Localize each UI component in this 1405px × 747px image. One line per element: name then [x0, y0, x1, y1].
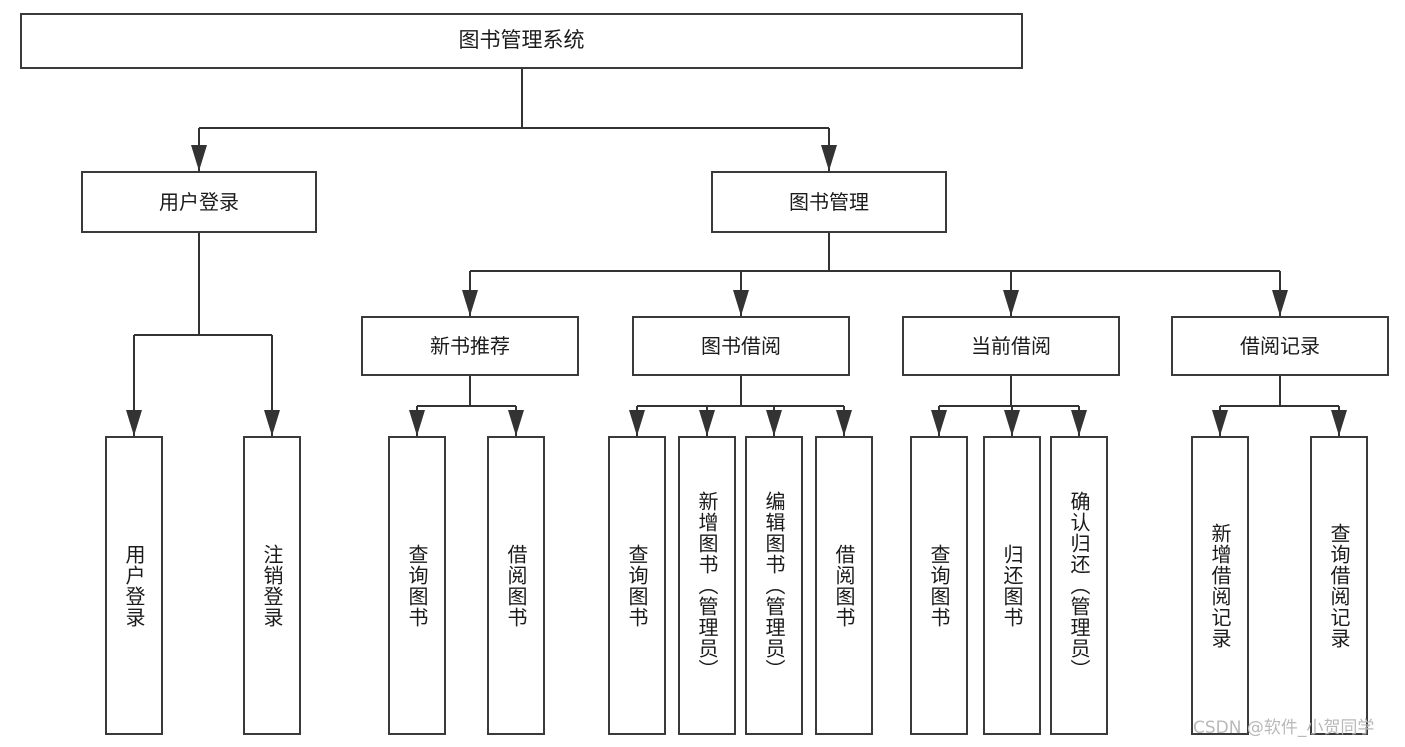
arrowhead-l-cu-return — [1004, 410, 1020, 436]
node-box-l-logout: 注销登录 — [243, 436, 301, 735]
node-box-n-current: 当前借阅 — [902, 316, 1120, 376]
node-label-l-re-query: 查询借阅记录 — [1327, 522, 1351, 649]
node-label-l-cu-query: 查询图书 — [927, 543, 951, 628]
arrowhead-n-current — [1003, 290, 1019, 316]
node-box-l-cu-confirm: 确认归还（管理员） — [1050, 436, 1108, 735]
node-label-l-re-add: 新增借阅记录 — [1208, 522, 1232, 649]
node-label-l-bo-query: 查询图书 — [625, 543, 649, 628]
node-label-l-nb-query: 查询图书 — [405, 543, 429, 628]
arrowhead-l-cu-confirm — [1071, 410, 1087, 436]
arrowhead-l-nb-query — [409, 410, 425, 436]
arrowhead-l-cu-query — [931, 410, 947, 436]
node-box-n-newbook: 新书推荐 — [361, 316, 579, 376]
node-box-l-cu-query: 查询图书 — [910, 436, 968, 735]
node-label-n-bookmgmt: 图书管理 — [789, 189, 869, 214]
node-label-l-bo-edit: 编辑图书（管理员） — [762, 491, 786, 680]
node-label-l-bo-add: 新增图书（管理员） — [695, 491, 719, 680]
node-label-n-newbook: 新书推荐 — [430, 333, 510, 358]
arrowhead-n-record — [1272, 290, 1288, 316]
node-box-l-nb-borrow: 借阅图书 — [487, 436, 545, 735]
arrowhead-l-bo-borrow — [836, 410, 852, 436]
csdn-watermark: CSDN @软件_小贺同学 — [1193, 718, 1375, 738]
node-label-l-logout: 注销登录 — [260, 543, 284, 628]
node-box-n-record: 借阅记录 — [1171, 316, 1389, 376]
node-box-l-nb-query: 查询图书 — [388, 436, 446, 735]
node-box-l-re-add: 新增借阅记录 — [1191, 436, 1249, 735]
arrowhead-l-userlogin — [126, 410, 142, 436]
arrowhead-l-bo-add — [699, 410, 715, 436]
node-label-l-cu-confirm: 确认归还（管理员） — [1067, 491, 1091, 680]
node-label-l-cu-return: 归还图书 — [1000, 543, 1024, 628]
node-label-n-current: 当前借阅 — [971, 333, 1051, 358]
node-box-n-bookmgmt: 图书管理 — [711, 171, 947, 233]
node-label-l-nb-borrow: 借阅图书 — [504, 543, 528, 628]
node-box-l-userlogin: 用户登录 — [105, 436, 163, 735]
node-box-l-bo-add: 新增图书（管理员） — [678, 436, 736, 735]
node-label-n-borrow: 图书借阅 — [701, 333, 781, 358]
arrowhead-n-borrow — [733, 290, 749, 316]
node-label-l-bo-borrow: 借阅图书 — [832, 543, 856, 628]
arrowhead-l-re-add — [1212, 410, 1228, 436]
node-box-l-re-query: 查询借阅记录 — [1310, 436, 1368, 735]
node-box-l-bo-borrow: 借阅图书 — [815, 436, 873, 735]
arrowhead-l-bo-edit — [766, 410, 782, 436]
node-label-root: 图书管理系统 — [458, 28, 585, 53]
arrowhead-l-nb-borrow — [508, 410, 524, 436]
node-box-root: 图书管理系统 — [20, 13, 1023, 69]
arrowhead-n-bookmgmt — [821, 145, 837, 171]
arrowhead-l-bo-query — [629, 410, 645, 436]
arrowhead-n-login — [191, 145, 207, 171]
node-box-n-borrow: 图书借阅 — [632, 316, 850, 376]
arrowhead-l-logout — [264, 410, 280, 436]
node-box-l-bo-query: 查询图书 — [608, 436, 666, 735]
node-label-n-record: 借阅记录 — [1240, 333, 1320, 358]
arrowhead-n-newbook — [462, 290, 478, 316]
arrowhead-l-re-query — [1331, 410, 1347, 436]
node-box-l-cu-return: 归还图书 — [983, 436, 1041, 735]
node-label-n-login: 用户登录 — [159, 189, 239, 214]
node-box-l-bo-edit: 编辑图书（管理员） — [745, 436, 803, 735]
node-box-n-login: 用户登录 — [81, 171, 317, 233]
node-label-l-userlogin: 用户登录 — [122, 543, 146, 628]
